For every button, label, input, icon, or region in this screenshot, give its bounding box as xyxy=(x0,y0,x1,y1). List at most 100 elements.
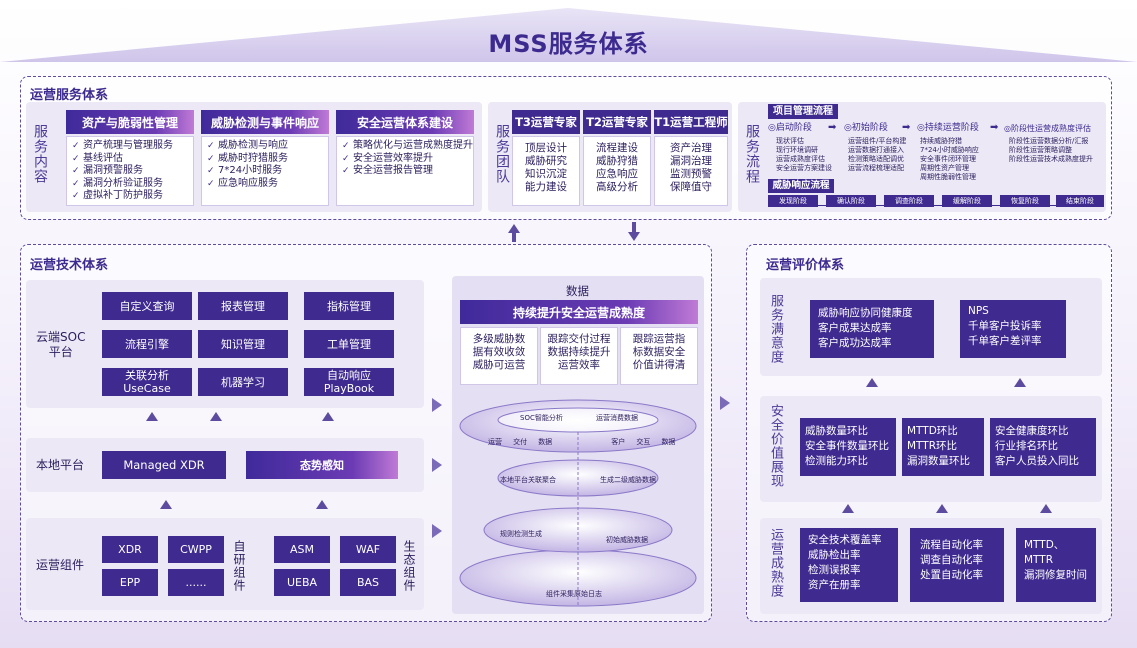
metric: 客户成功达成率 xyxy=(818,337,892,349)
team-card-t1: 资产治理 漏洞治理 监测预警 保障值守 xyxy=(654,136,728,206)
list-item: 漏洞预警服务 xyxy=(71,165,189,178)
list-item: 漏洞分析验证服务 xyxy=(71,178,189,191)
ir-stage-3: 调查阶段 xyxy=(884,195,934,207)
satisfaction-box-2: NPS 千单客户投诉率 千单客户差评率 xyxy=(960,300,1066,358)
phase-label: 初始阶段 xyxy=(851,123,888,133)
layer2-right: 生成二级威胁数据 xyxy=(600,476,656,484)
metric: 调查自动化率 xyxy=(920,554,983,566)
up-arrow-icon xyxy=(866,378,878,387)
list-item: 应急响应服务 xyxy=(206,178,324,191)
list-item: 阶段性运营策略调整 xyxy=(1009,146,1072,154)
list-item: 据有效收敛 xyxy=(472,346,526,358)
list-item: 应急响应 xyxy=(596,168,638,180)
up-arrow-icon xyxy=(1040,504,1052,513)
list-item: 检测策略适配调优 xyxy=(848,155,904,163)
component-cwpp: CWPP xyxy=(168,536,224,563)
content-col-card-2: 威胁检测与响应 威胁时狩猎服务 7*24小时服务 应急响应服务 xyxy=(201,136,329,206)
list-item: 资产治理 xyxy=(670,142,712,154)
component-bas: BAS xyxy=(340,569,396,596)
phase-items-2: 运营组件/平台构建 运营数据打通接入 检测策略适配调优 运营流程梳理适配 xyxy=(848,137,906,173)
up-arrow-icon xyxy=(146,412,158,421)
content-col-header-3: 安全运营体系建设 xyxy=(336,110,474,134)
list-item: 周期性资产管理 xyxy=(920,164,969,172)
up-arrow-icon xyxy=(1014,378,1026,387)
service-team-label: 服务团队 xyxy=(494,124,510,184)
data-title: 数据 xyxy=(566,284,589,298)
layer1-tags: 运营 交付 数据 客户 交互 数据 xyxy=(488,429,675,448)
list-item: 威胁可运营 xyxy=(472,359,526,371)
metric: MTTD、 xyxy=(1024,539,1065,551)
right-arrow-icon xyxy=(720,396,730,410)
value-box-3: 安全健康度环比 行业排名环比 客户人员投入同比 xyxy=(990,418,1096,476)
layer4-label: 组件采集原始日志 xyxy=(546,590,602,598)
phase-arrow: ➡ xyxy=(902,122,911,133)
list-item: 威胁检测与响应 xyxy=(206,140,324,153)
up-arrow-icon xyxy=(316,500,328,509)
metric: 行业排名环比 xyxy=(995,440,1058,452)
list-item: 高级分析 xyxy=(596,181,638,193)
metric: 安全事件数量环比 xyxy=(805,440,889,452)
up-arrow-icon xyxy=(322,412,334,421)
list-item: 持续威胁狩猎 xyxy=(920,137,962,145)
soc-button-3: 指标管理 xyxy=(304,292,394,320)
soc-platform-label: 云端SOC 平台 xyxy=(36,330,85,360)
ops-service-title: 运营服务体系 xyxy=(30,88,109,103)
situational-awareness-box: 态势感知 xyxy=(246,451,398,479)
data-col-2: 跟踪交付过程 数据持续提升 运营效率 xyxy=(540,327,618,385)
up-arrow-icon xyxy=(936,504,948,513)
layer-tag: 数据 xyxy=(538,438,553,446)
component-xdr: XDR xyxy=(102,536,158,563)
list-item: 安全运营方案建设 xyxy=(776,164,832,172)
list-item: 流程建设 xyxy=(596,142,638,154)
team-card-t3: 顶层设计 威胁研究 知识沉淀 能力建设 xyxy=(512,136,580,206)
metric: 威胁检出率 xyxy=(808,549,861,561)
content-col-card-3: 策略优化与运营成熟度提升 安全运营效率提升 安全运营报告管理 xyxy=(336,136,474,206)
phase-label: 启动阶段 xyxy=(775,123,812,133)
metric: 威胁数量环比 xyxy=(805,425,868,437)
soc-button-4: 流程引擎 xyxy=(102,330,192,358)
list-item: 安全运营效率提升 xyxy=(341,153,469,166)
right-arrow-icon xyxy=(432,398,442,412)
layer1-title-b: 运营消费数据 xyxy=(596,414,638,422)
content-col-header-1: 资产与脆弱性管理 xyxy=(66,110,194,134)
list-item: 虚拟补丁防护服务 xyxy=(71,190,189,203)
content-col-header-2: 威胁检测与事件响应 xyxy=(201,110,329,134)
phase-2: ◎初始阶段 xyxy=(844,124,888,133)
list-item: 能力建设 xyxy=(525,181,567,193)
list-item: 基线评估 xyxy=(71,153,189,166)
data-col-3: 跟踪运营指 标数据安全 价值讲得清 xyxy=(620,327,698,385)
component-asm: ASM xyxy=(274,536,330,563)
metric: MTTR xyxy=(1024,554,1053,566)
list-item: 现状评估 xyxy=(776,137,804,145)
components-panel xyxy=(26,518,424,610)
list-item: 阶段性运营技术成熟度提升 xyxy=(1009,155,1093,163)
phase-items-1: 现状评估 现行环境调研 运营成熟度评估 安全运营方案建设 xyxy=(776,137,832,173)
phase-3: ◎持续运营阶段 xyxy=(917,124,979,133)
right-arrow-icon xyxy=(432,458,442,472)
list-item: 威胁时狩猎服务 xyxy=(206,153,324,166)
list-item: 运营成熟度评估 xyxy=(776,155,825,163)
layer3-right: 初始威胁数据 xyxy=(606,536,648,544)
component-more: ...... xyxy=(168,569,224,596)
list-item: 安全事件闭环管理 xyxy=(920,155,976,163)
metric: 客户成果达成率 xyxy=(818,322,892,334)
ir-process-title: 威胁响应流程 xyxy=(768,179,834,193)
metric: 流程自动化率 xyxy=(920,539,983,551)
list-item: 标数据安全 xyxy=(632,346,686,358)
check-circle-icon: ◎ xyxy=(1004,124,1011,133)
phase-arrow: ➡ xyxy=(990,122,999,133)
ir-stages-line xyxy=(768,205,1102,206)
metric: 资产在册率 xyxy=(808,579,861,591)
list-item: 威胁狩猎 xyxy=(596,155,638,167)
ir-stage-4: 缓解阶段 xyxy=(942,195,992,207)
maturity-box-2: 流程自动化率 调查自动化率 处置自动化率 xyxy=(910,528,1004,602)
phase-label: 持续运营阶段 xyxy=(924,123,979,133)
ops-eval-title: 运营评价体系 xyxy=(766,258,845,273)
soc-label-line2: 平台 xyxy=(48,345,73,359)
maturity-box-3: MTTD、 MTTR 漏洞修复时间 xyxy=(1016,528,1096,602)
self-developed-label: 自研组件 xyxy=(232,540,246,592)
list-item: 数据持续提升 xyxy=(547,346,611,358)
maturity-label: 运营成熟度 xyxy=(768,528,783,598)
